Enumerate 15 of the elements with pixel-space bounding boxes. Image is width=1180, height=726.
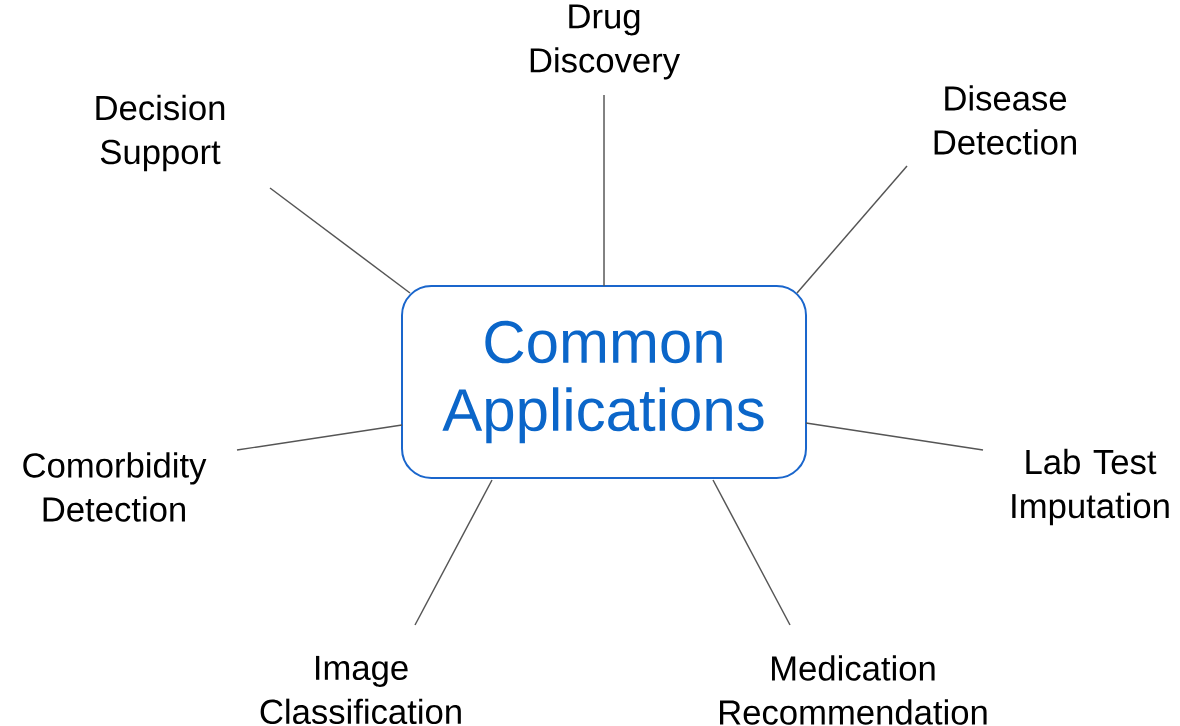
topic-label: Medication Recommendation	[720, 655, 987, 725]
connector-line	[269, 187, 411, 294]
connector-line	[796, 165, 908, 294]
topic-label: Drug Discovery	[530, 4, 680, 80]
connector-line	[805, 422, 984, 451]
central-box: Common Applications	[401, 285, 807, 479]
connector-line	[236, 424, 403, 451]
topic-label: Comorbidity Detection	[23, 452, 207, 522]
connector-line	[603, 94, 605, 287]
connector-line	[414, 479, 493, 626]
topic-label: Decision Support	[96, 94, 225, 172]
topic-label: Disease Detection	[934, 85, 1076, 155]
topic-label: Lab Test Imputation	[1012, 448, 1169, 526]
topic-label: Image Classification	[260, 655, 461, 725]
connector-line	[712, 479, 791, 626]
